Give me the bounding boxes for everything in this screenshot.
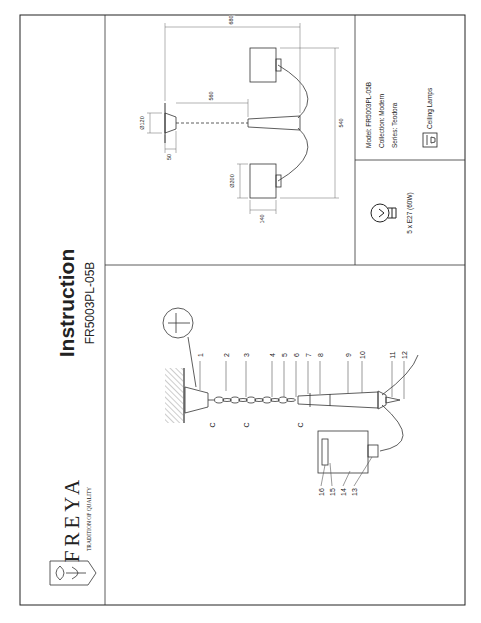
dimension: Ø120 [140,116,146,129]
divider [355,160,465,161]
dimension: 680 [229,15,235,24]
callout-number: 15 [329,488,336,496]
callout-number: 12 [401,351,408,359]
category-label: Ceiling Lamps [427,88,434,129]
dimension: 560 [209,91,215,100]
divider [355,15,356,265]
callout-number: 4 [269,353,276,357]
dimension: Ø200 [230,174,236,187]
callout-number: 16 [318,488,325,496]
callout-number: 13 [351,488,358,496]
connector-mark: C [209,422,216,427]
page-title: Instruction [56,249,77,358]
dimension: 140 [260,214,266,223]
model-info: Model: FR5003PL-05B [366,82,373,148]
lamp-spec: 5 x E27 (60W) [407,192,414,234]
callout-number: 2 [223,353,230,357]
brand-tagline: TRADITION OF QUALITY [87,487,93,551]
divider [105,265,465,266]
callout-number: 10 [359,351,366,359]
connector-mark: C [243,422,250,427]
callout-number: 3 [243,353,250,357]
callout-number: 5 [281,353,288,357]
callout-number: 7 [305,353,312,357]
model-info: Series: Teodora [392,103,399,148]
callout-number: 6 [293,353,300,357]
divider [105,15,106,605]
assembly-drawing [163,308,418,486]
model-info: Collection: Modern [379,94,386,148]
dimension: 540 [339,118,345,127]
callout-number: 1 [197,353,204,357]
brand-name: FREYA [62,476,83,563]
page-border [20,15,465,605]
model-code: FR5003PL-05B [84,262,96,345]
dimension: 50 [167,154,173,160]
connector-mark: C [297,422,304,427]
dimension-drawing [147,23,339,214]
callout-number: 14 [340,488,347,496]
ceiling-lamp-icon [423,133,437,147]
logo-crest [50,561,96,585]
callout-number: 9 [345,353,352,357]
callout-number: 11 [389,351,396,358]
callout-number: 8 [317,353,324,357]
bulb-icon [371,204,396,222]
